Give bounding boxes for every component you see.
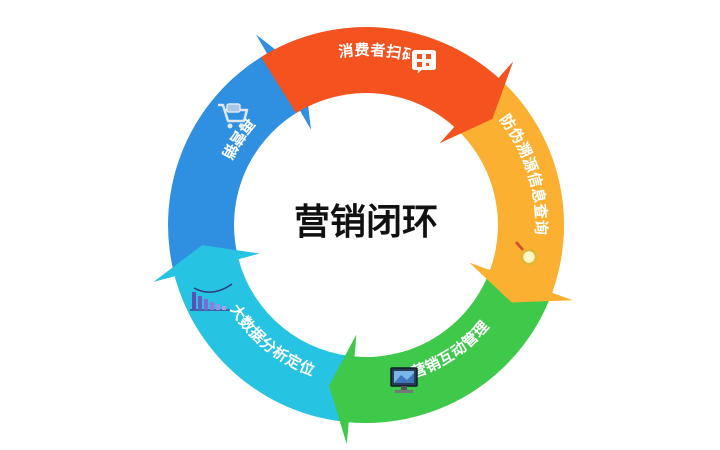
magnifier-icon <box>515 241 538 266</box>
segment-bigdata-arrow <box>153 245 360 423</box>
segment-interaction-arrow <box>328 265 555 445</box>
shopping-cart-icon <box>218 103 249 129</box>
bar-chart-icon <box>190 283 233 311</box>
computer-icon <box>390 367 418 393</box>
center-title: 营销闭环 <box>294 202 438 243</box>
segment-scan-arrow <box>261 27 514 144</box>
segment-remarketing-arrow <box>168 34 311 283</box>
segment-trace-arrow <box>450 73 573 303</box>
scan-chat-icon <box>410 48 438 79</box>
